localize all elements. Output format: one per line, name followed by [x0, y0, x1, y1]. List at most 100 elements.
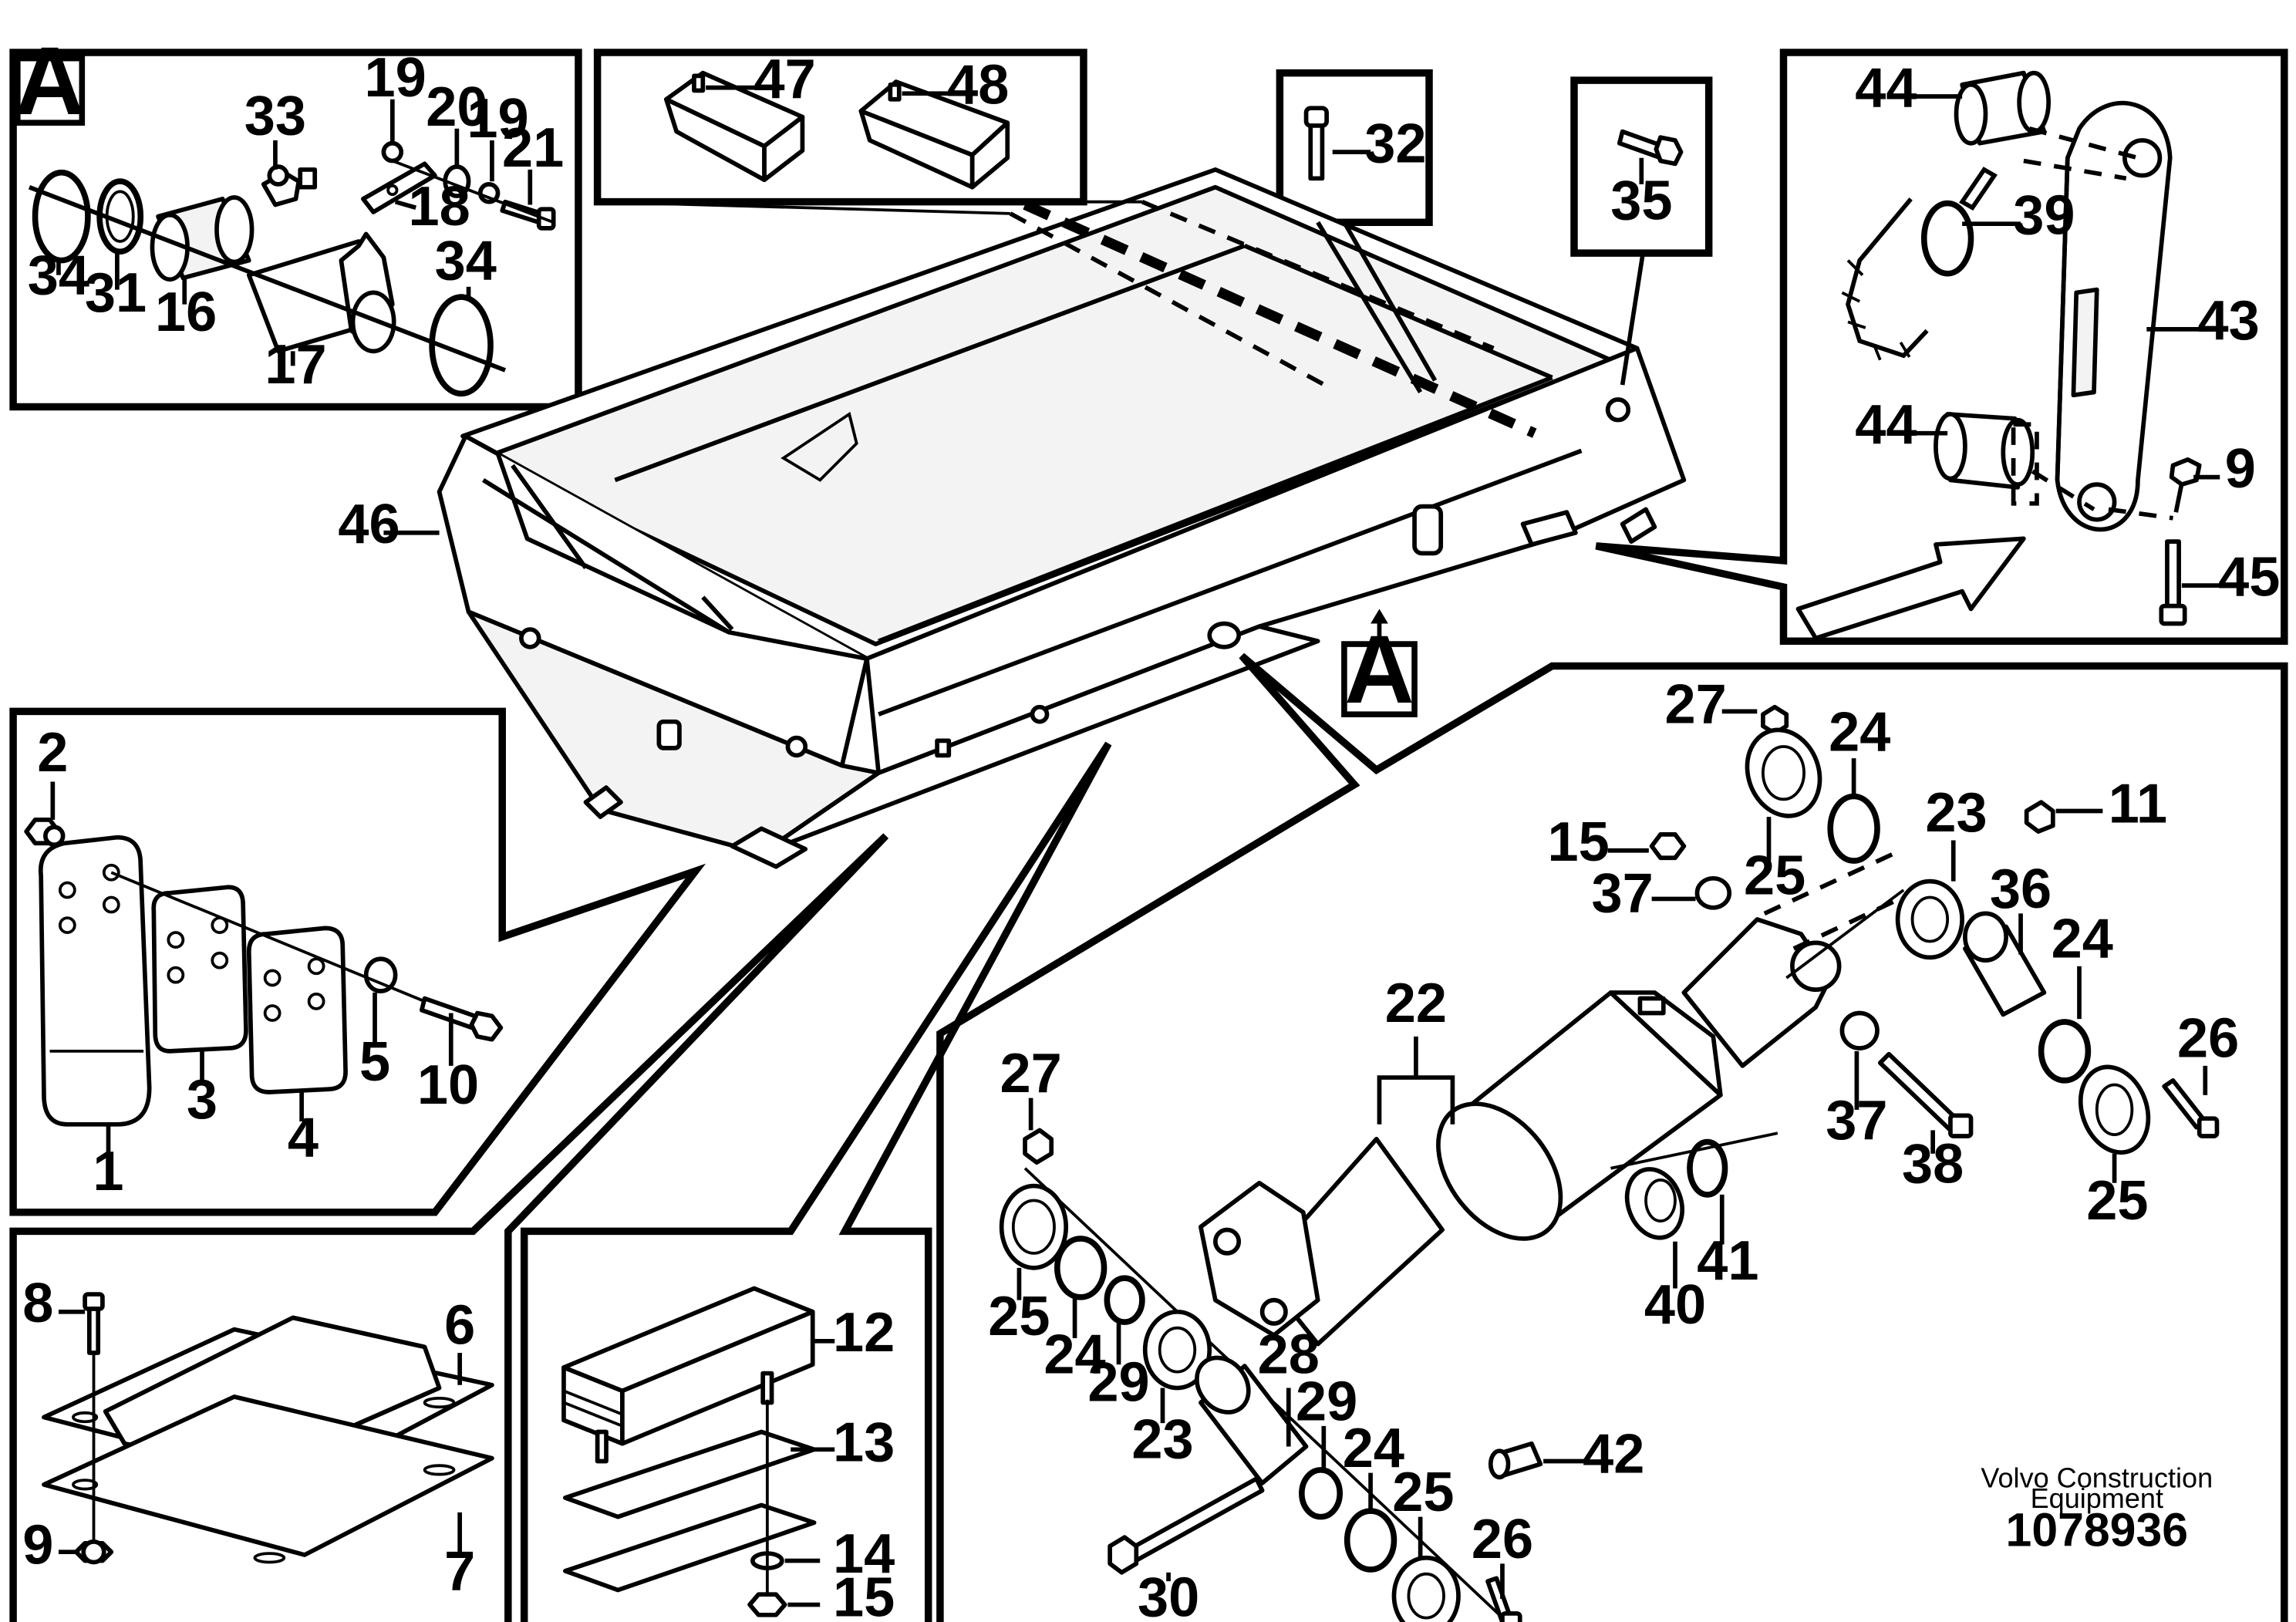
callout-37a: 37 [1592, 863, 1654, 925]
callout-16: 16 [155, 282, 217, 343]
callout-26a: 26 [1472, 1509, 1533, 1570]
callout-24d: 24 [2052, 908, 2113, 969]
callout-36: 36 [1990, 858, 2052, 920]
part-bushing-23-left [1142, 1309, 1212, 1391]
part-flange-25-bottom [1391, 1555, 1461, 1622]
callout-42: 42 [1583, 1424, 1644, 1485]
part-nut-15 [1649, 832, 1687, 861]
part-ring-34-right [429, 294, 494, 397]
part-grease-27-right [1761, 704, 1789, 736]
callout-31: 31 [85, 262, 147, 324]
part-pin-44-top [1954, 70, 2051, 146]
callout-8: 8 [22, 1273, 53, 1334]
part-plate-1 [38, 835, 152, 1127]
detail-panel-pads: 8 6 7 9 [9, 833, 889, 1622]
callout-27b: 27 [1664, 674, 1726, 736]
callout-44a: 44 [1855, 57, 1917, 119]
callout-24c: 24 [1829, 702, 1890, 764]
part-washer-24-top [1827, 793, 1880, 864]
callout-37b: 37 [1826, 1090, 1887, 1152]
part-washer-24-mid [1344, 1508, 1397, 1573]
callout-24a: 24 [1043, 1324, 1105, 1386]
callout-14: 14 [833, 1523, 895, 1585]
part-washer-24-right [2038, 1019, 2092, 1084]
part-nut-9 [73, 1539, 114, 1565]
callout-19b: 19 [467, 88, 528, 150]
callout-46: 46 [338, 494, 400, 555]
part-cover-47 [664, 70, 805, 183]
detail-panel-cylinder: 22 [936, 653, 2288, 1622]
callout-28: 28 [1258, 1324, 1320, 1386]
part-ring-34-left [32, 169, 91, 264]
detail-panel-covers: 47 48 [593, 49, 1087, 206]
part-cap-40 [1624, 1167, 1684, 1240]
dump-body-46: 46 A [338, 167, 1687, 869]
part-flange-25-right [2078, 1064, 2151, 1155]
part-bolt-35 [1617, 129, 1684, 167]
part-bolt-26-right [2162, 1077, 2220, 1138]
callout-13: 13 [833, 1411, 895, 1473]
callout-34a: 34 [28, 244, 89, 306]
callout-32: 32 [1364, 113, 1426, 174]
part-grease-27-left [1023, 1128, 1054, 1165]
part-washer-24-left [1054, 1236, 1108, 1300]
callout-38: 38 [1902, 1134, 1964, 1195]
part-nut-2 [24, 818, 66, 848]
part-grease-nipple-33 [261, 164, 318, 207]
part-bushing-23-right [1895, 878, 1964, 960]
part-plate-7 [42, 1394, 494, 1564]
part-ring-29-left [1104, 1275, 1145, 1325]
part-shim-3 [151, 885, 248, 1054]
callout-20: 20 [426, 76, 487, 138]
callout-23a: 23 [1131, 1409, 1193, 1471]
callout-19a: 19 [365, 47, 426, 109]
callout-22: 22 [1385, 973, 1447, 1034]
callout-25c: 25 [1744, 845, 1805, 907]
callout-25a: 25 [988, 1286, 1050, 1347]
detail-panel-wear-plates: 2 1 3 4 5 10 [9, 707, 706, 1216]
callout-4: 4 [288, 1108, 319, 1169]
part-screw-9 [2169, 457, 2202, 513]
part-lock-plate-18 [361, 161, 437, 214]
part-nipple-11 [2024, 800, 2055, 834]
part-screw-8 [83, 1292, 105, 1355]
part-sleeve-28 [1195, 1355, 1309, 1485]
part-washer-37-bottom [1839, 1010, 1880, 1050]
callout-17: 17 [265, 334, 326, 396]
callout-39: 39 [2013, 184, 2075, 246]
callout-30: 30 [1138, 1567, 1199, 1622]
callout-10: 10 [417, 1054, 479, 1116]
callout-9b: 9 [22, 1514, 53, 1576]
callout-2: 2 [37, 722, 68, 784]
callout-9a: 9 [2225, 438, 2256, 500]
callout-21: 21 [502, 117, 564, 179]
part-cover-48 [858, 79, 1010, 190]
callout-7: 7 [444, 1541, 475, 1603]
callout-25b: 25 [1392, 1462, 1454, 1523]
brand-line-1: Volvo Construction [1981, 1462, 2213, 1494]
callout-29b: 29 [1296, 1371, 1357, 1432]
brand-line-2: Equipment [2031, 1482, 2163, 1514]
callout-6: 6 [444, 1295, 475, 1357]
callout-18: 18 [408, 176, 470, 238]
callout-48: 48 [947, 54, 1009, 116]
part-shim-13-b [563, 1502, 817, 1593]
part-bolt-26-bottom [1485, 1576, 1522, 1622]
part-block-12 [561, 1286, 815, 1464]
part-bolt-10 [419, 996, 504, 1042]
callout-27a: 27 [1000, 1043, 1061, 1104]
detail-panel-blocks: 12 13 14 15 [520, 741, 1112, 1622]
part-screw-32 [1303, 106, 1329, 181]
part-pin-44-bottom [1934, 412, 2039, 506]
part-spacer-5 [363, 956, 398, 993]
detail-panel-a: A [9, 27, 582, 411]
section-marker-a: A [1344, 615, 1414, 723]
part-bolt-38 [1877, 1051, 1974, 1138]
part-cylinder-22 [1199, 917, 1842, 1347]
part-flange-25-left [999, 1183, 1069, 1270]
part-shim-4 [246, 926, 348, 1094]
callout-15b: 15 [1548, 811, 1610, 873]
part-washer-19a [381, 140, 404, 164]
part-washer-37-top [1694, 875, 1732, 910]
